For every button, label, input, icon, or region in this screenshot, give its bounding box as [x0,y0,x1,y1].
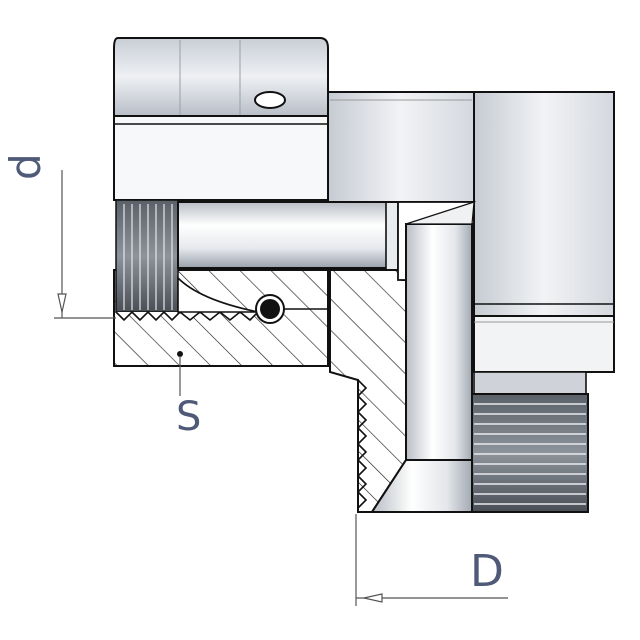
dimension-D [355,514,508,606]
label-d: d [1,153,50,180]
horizontal-tube [177,201,399,279]
elbow-section [329,201,476,513]
nut-internal-thread [115,199,179,313]
nut-section [113,199,330,367]
lock-hole [254,91,286,109]
elbow-body-top [327,91,475,203]
hex-nut-right [473,91,615,373]
label-D: D [470,546,504,597]
stud-thread-section [356,379,368,509]
label-s: S [176,394,201,440]
s-marker-dot [177,351,183,357]
vertical-bore [405,223,473,461]
stud-thread-right [471,371,589,513]
dimension-d [54,170,116,319]
o-ring [260,299,280,319]
swivel-nut-top [113,37,329,201]
